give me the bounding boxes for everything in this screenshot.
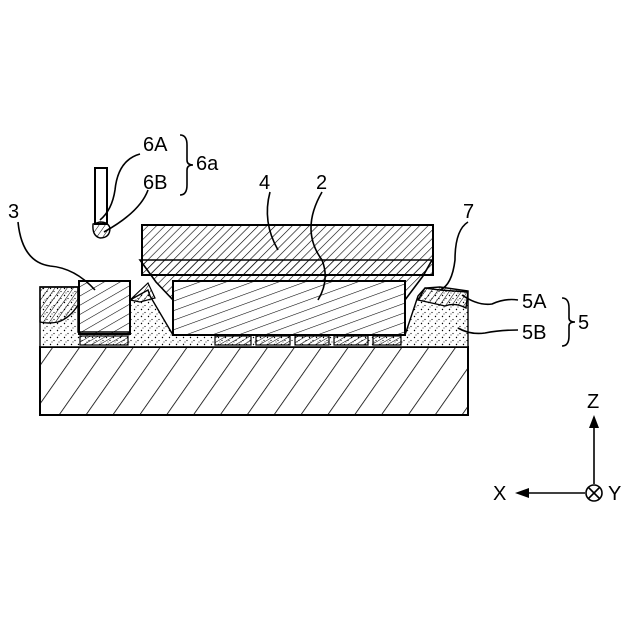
x-axis-arrowhead bbox=[515, 488, 529, 498]
chip-2-hatch bbox=[173, 281, 405, 335]
substrate bbox=[40, 347, 468, 415]
label-5B: 5B bbox=[522, 322, 546, 344]
axis-label-z: Z bbox=[587, 391, 599, 413]
label-7: 7 bbox=[463, 201, 474, 223]
bump-4 bbox=[334, 336, 368, 345]
bump-row-left bbox=[80, 336, 128, 345]
member-4 bbox=[142, 225, 433, 275]
leader-7 bbox=[440, 222, 468, 290]
bump-3 bbox=[295, 336, 329, 345]
axis-label-y: Y bbox=[608, 483, 621, 505]
brace-5 bbox=[562, 298, 575, 346]
label-5: 5 bbox=[578, 312, 589, 334]
label-4: 4 bbox=[259, 172, 270, 194]
label-2: 2 bbox=[316, 172, 327, 194]
leader-3 bbox=[18, 222, 95, 290]
bump-2 bbox=[256, 336, 290, 345]
label-3: 3 bbox=[8, 201, 19, 223]
left-chip-fillet bbox=[130, 283, 155, 302]
label-6a: 6a bbox=[196, 153, 219, 175]
axis-label-x: X bbox=[493, 483, 506, 505]
brace-6a bbox=[180, 135, 193, 195]
label-5A: 5A bbox=[522, 291, 547, 313]
component-3 bbox=[79, 281, 130, 334]
leader-5A bbox=[462, 295, 518, 304]
z-axis-arrowhead bbox=[589, 415, 599, 428]
bump-5 bbox=[373, 336, 401, 345]
label-6A: 6A bbox=[143, 134, 168, 156]
bump-1 bbox=[215, 336, 251, 345]
label-6B: 6B bbox=[143, 172, 167, 194]
